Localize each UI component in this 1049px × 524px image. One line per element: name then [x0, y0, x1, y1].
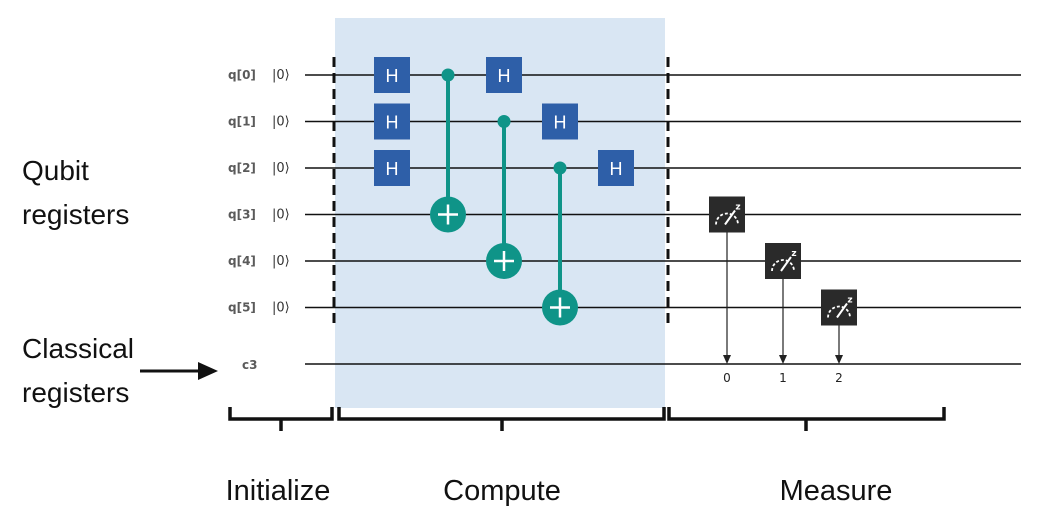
cnot-control-dot [441, 68, 455, 82]
meter-icon [827, 305, 851, 318]
hadamard-gate-label: H [386, 66, 399, 86]
cnot-gate [430, 68, 466, 233]
qubit-init-state: |0⟩ [272, 115, 290, 130]
measurement-box [765, 243, 801, 279]
section-label-compute: Compute [443, 475, 561, 507]
qubit-init-state: |0⟩ [272, 301, 290, 316]
hadamard-gate-label: H [610, 159, 623, 179]
measurement-basis-label: z [791, 249, 796, 259]
initialize-bracket [228, 407, 334, 431]
qubit-init-state: |0⟩ [272, 254, 290, 269]
classical-registers-label-line1: Classical [22, 333, 134, 364]
section-label-measure: Measure [780, 475, 893, 507]
hadamard-gate-box [374, 57, 410, 93]
classical-pointer-arrow [140, 362, 218, 380]
qubit-label: q[2] [228, 161, 256, 175]
hadamard-gate-box [542, 103, 578, 140]
meter-icon [771, 259, 795, 272]
qubit-label: q[1] [228, 115, 256, 129]
classical-registers-label-line2: registers [22, 377, 129, 408]
classical-register-label: c3 [242, 358, 257, 372]
hadamard-gate-label: H [498, 66, 511, 86]
hadamard-gate: H [374, 103, 410, 140]
hadamard-gate-label: H [386, 159, 399, 179]
hadamard-gate: H [486, 57, 522, 93]
hadamard-gate: H [542, 103, 578, 140]
hadamard-gate-label: H [554, 113, 567, 133]
measurement-gate: z2 [821, 289, 857, 385]
qubit-init-state: |0⟩ [272, 208, 290, 223]
hadamard-gate: H [374, 150, 410, 186]
measurement-gate: z0 [709, 196, 745, 385]
section-label-initialize: Initialize [226, 475, 331, 507]
measurement-arrowhead [835, 355, 843, 364]
hadamard-gate-box [374, 150, 410, 186]
classical-bit-label: 2 [835, 371, 843, 385]
hadamard-gate-box [598, 150, 634, 186]
measurement-basis-label: z [847, 296, 852, 306]
hadamard-gate-label: H [386, 113, 399, 133]
compute-bracket [337, 407, 666, 431]
qubit-registers-label-line2: registers [22, 199, 129, 230]
qubit-label: q[0] [228, 68, 256, 82]
hadamard-gate-box [486, 57, 522, 93]
cnot-control-dot [553, 161, 567, 175]
measurement-box [709, 196, 745, 233]
cnot-gate [542, 161, 578, 326]
measurement-box [821, 289, 857, 326]
hadamard-gate: H [598, 150, 634, 186]
gates-layer: H H H H H H [374, 57, 634, 326]
measurement-arrowhead [723, 355, 731, 364]
meter-needle-icon [724, 209, 736, 226]
qubit-label: q[5] [228, 301, 256, 315]
meter-needle-icon [836, 302, 848, 319]
cnot-control-dot [497, 115, 511, 128]
measurement-basis-label: z [735, 203, 740, 213]
measure-bracket [667, 407, 946, 431]
qubit-label: q[4] [228, 254, 256, 268]
hadamard-gate: H [374, 57, 410, 93]
classical-bit-label: 1 [779, 371, 787, 385]
hadamard-gate-box [374, 103, 410, 140]
meter-needle-icon [780, 256, 792, 272]
cnot-gate [486, 115, 522, 279]
qubit-label: q[3] [228, 208, 256, 222]
measurement-arrowhead [779, 355, 787, 364]
qubit-init-state: |0⟩ [272, 68, 290, 83]
measurement-gate: z1 [765, 243, 801, 385]
qubit-init-state: |0⟩ [272, 161, 290, 176]
qubit-rows: q[0] |0⟩ q[1] |0⟩ q[2] |0⟩ q[3] |0⟩ q[4] |0⟩ q[5] |… [228, 68, 1021, 316]
meter-icon [715, 212, 739, 225]
qubit-registers-label-line1: Qubit [22, 155, 89, 186]
classical-bit-label: 0 [723, 371, 731, 385]
